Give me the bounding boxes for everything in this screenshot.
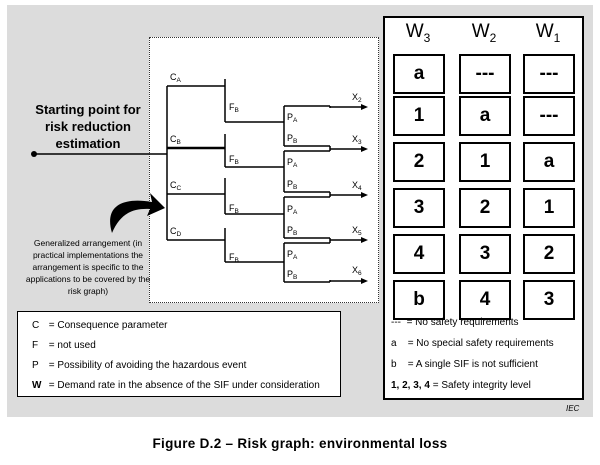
w3-cell: 1 (393, 96, 445, 136)
w3-cell: 3 (393, 188, 445, 228)
legend-row-w: W = Demand rate in the absence of the SI… (32, 380, 320, 391)
label-cd: CD (170, 226, 182, 238)
legend-row-p: P = Possibility of avoiding the hazardou… (32, 360, 247, 371)
label-x3: X3 (352, 134, 362, 146)
label-f-4: FB (229, 252, 239, 264)
label-f-2: FB (229, 154, 239, 166)
label-p-8: PB (287, 269, 297, 281)
legend-row-b: b = A single SIF is not sufficient (391, 359, 538, 370)
output-arrows (330, 104, 368, 284)
demand-rate-table: W3 W2 W1 a 1 2 3 4 b --- a 1 2 3 4 --- -… (383, 16, 584, 400)
label-x4: X4 (352, 180, 362, 192)
w3-cell: 2 (393, 142, 445, 182)
w2-cell: 2 (459, 188, 511, 228)
curved-arrow-icon (110, 193, 165, 233)
figure-caption: Figure D.2 – Risk graph: environmental l… (152, 436, 448, 451)
generalized-arrangement-note: Generalized arrangement (in practical im… (25, 238, 151, 296)
w3-cell: 4 (393, 234, 445, 274)
w2-cell: a (459, 96, 511, 136)
label-x5: X5 (352, 225, 362, 237)
w3-cell: b (393, 280, 445, 320)
label-cc: CC (170, 180, 182, 192)
label-p-2: PB (287, 133, 297, 145)
w2-cell: 3 (459, 234, 511, 274)
label-p-4: PB (287, 179, 297, 191)
label-p-3: PA (287, 157, 298, 169)
w2-cell: --- (459, 54, 511, 94)
label-p-5: PA (287, 204, 298, 216)
legend-row-a: a = No special safety requirements (391, 338, 554, 349)
w1-header: W1 (535, 21, 561, 45)
legend-row-f: F = not used (32, 340, 96, 351)
label-p-1: PA (287, 112, 298, 124)
w2-header: W2 (471, 21, 497, 45)
label-p-7: PA (287, 249, 298, 261)
label-f-3: FB (229, 203, 239, 215)
legend-row-dash: --- = No safety requirements (391, 317, 519, 328)
w1-cell: a (523, 142, 575, 182)
w1-cell: 1 (523, 188, 575, 228)
label-ca: CA (170, 72, 182, 84)
w3-cell: a (393, 54, 445, 94)
label-cb: CB (170, 134, 181, 146)
start-point (31, 151, 37, 157)
iec-mark: IEC (566, 404, 580, 413)
risk-graph-area (149, 37, 379, 303)
w2-cell: 1 (459, 142, 511, 182)
w1-cell: --- (523, 54, 575, 94)
label-x6: X6 (352, 265, 362, 277)
parameter-legend: C = Consequence parameter F = not used P… (17, 311, 341, 397)
w3-header: W3 (405, 21, 431, 45)
label-x2: X2 (352, 92, 362, 104)
legend-row-sil: 1, 2, 3, 4 = Safety integrity level (391, 380, 531, 391)
label-p-6: PB (287, 225, 297, 237)
w1-cell: --- (523, 96, 575, 136)
starting-point-label: Starting point for risk reduction estima… (35, 102, 141, 151)
w1-cell: 3 (523, 280, 575, 320)
w2-cell: 4 (459, 280, 511, 320)
label-f-1: FB (229, 102, 239, 114)
legend-row-c: C = Consequence parameter (32, 320, 168, 331)
w1-cell: 2 (523, 234, 575, 274)
